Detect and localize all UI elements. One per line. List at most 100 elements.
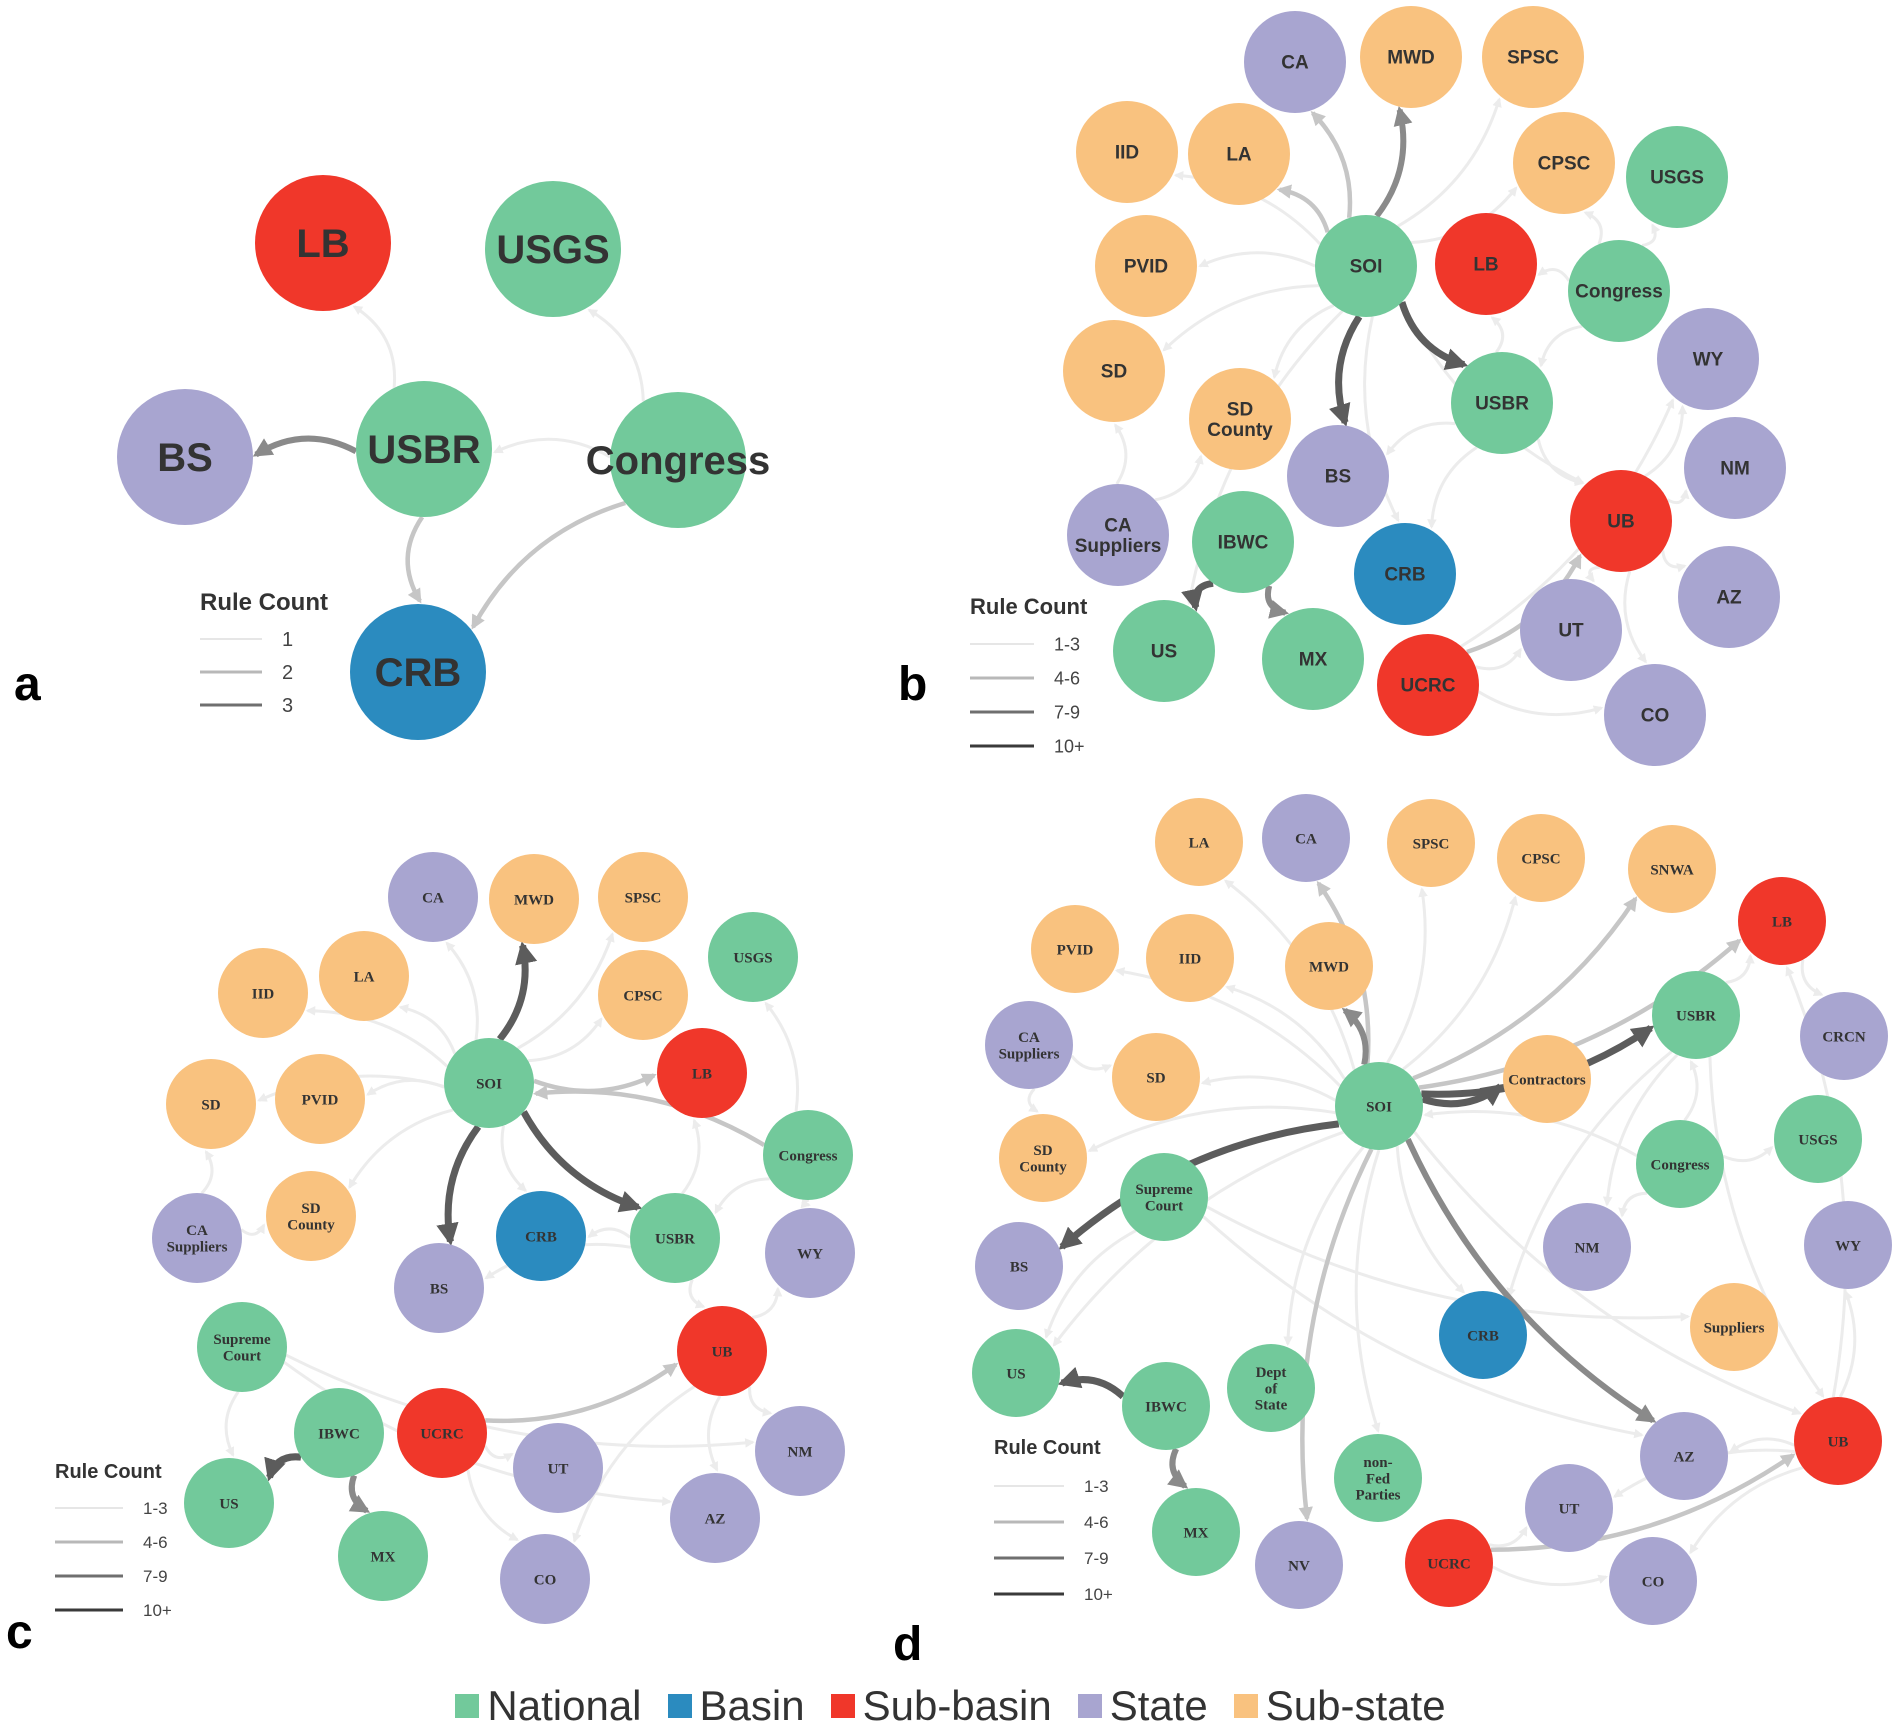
node-circle [630, 1193, 720, 1283]
node-circle [1800, 992, 1888, 1080]
node-label: CO [1641, 706, 1670, 727]
node-label: US [1006, 1366, 1025, 1382]
node-label: CPSC [1521, 851, 1560, 867]
node-label: UCRC [1427, 1556, 1470, 1572]
node-label: USGS [733, 950, 772, 966]
node-label: AZ [1716, 588, 1742, 609]
node-circle [1738, 877, 1826, 965]
node-USGS: USGS [485, 181, 621, 317]
node-label: SPSC [625, 890, 662, 906]
node-label: MWD [1387, 48, 1434, 69]
node-label: IBWC [318, 1426, 360, 1442]
node-label: UCRC [420, 1426, 463, 1442]
node-circle [972, 1329, 1060, 1417]
legend-item-state: State [1077, 1682, 1208, 1730]
edge-SOI-to-SPSC [1386, 887, 1428, 1064]
edge-SOI-to-SD [1200, 1075, 1337, 1102]
edge-Supreme-to-NM [285, 1353, 755, 1448]
edge-UB-to-AZ [706, 1395, 722, 1472]
node-circle [1684, 417, 1786, 519]
node-circle [1405, 1519, 1493, 1607]
edge-SOI-to-MWD [496, 941, 538, 1042]
node-CO: CO [1609, 1537, 1697, 1625]
rule-count-label: 4-6 [143, 1533, 168, 1552]
node-circle [1794, 1397, 1882, 1485]
edge-Congress-to-CPSC [1583, 211, 1603, 245]
legend-item-sub-state: Sub-state [1233, 1682, 1446, 1730]
node-NV: NV [1255, 1521, 1343, 1609]
panel-letter-b: b [898, 658, 927, 711]
node-MWD: MWD [489, 854, 579, 944]
edge-USBR-to-CRB [1427, 446, 1478, 529]
node-circle [1287, 425, 1389, 527]
edge-SOI-to-PVID [1114, 967, 1341, 1087]
node-circle [1189, 368, 1291, 470]
legend-item-basin: Basin [667, 1682, 805, 1730]
edge-Congress-to-SOI [532, 1085, 766, 1148]
node-SD: SD [1063, 320, 1165, 422]
node-label: LB [692, 1066, 712, 1082]
edge-Congress-to-USGS [587, 308, 645, 402]
node-label: NM [1575, 1240, 1600, 1256]
edge-UCRC-to-UT [1475, 647, 1522, 671]
edge-UB-to-UT [1584, 565, 1600, 583]
node-circle [513, 1423, 603, 1513]
node-PVID: PVID [275, 1054, 365, 1144]
node-circle [999, 1114, 1087, 1202]
legend-label: Sub-state [1265, 1682, 1446, 1729]
node-IBWC: IBWC [1122, 1362, 1210, 1450]
legend-item-sub-basin: Sub-basin [830, 1682, 1052, 1730]
node-circle [763, 1110, 853, 1200]
node-circle [1155, 798, 1243, 886]
node-UCRC: UCRC [1405, 1519, 1493, 1607]
edge-USBR-to-LB [1725, 953, 1755, 984]
node-circle [755, 1406, 845, 1496]
edge-Congress-to-CRB [471, 500, 626, 630]
node-UCRC: UCRC [397, 1388, 487, 1478]
edge-SOI-to-CRB [1363, 316, 1400, 523]
node-circle [1387, 799, 1475, 887]
edges [1027, 879, 1857, 1587]
node-circle [117, 389, 253, 525]
node-label: IID [1179, 951, 1202, 967]
edge-USBR-to-CRB [587, 1227, 631, 1239]
node-USBR: USBR [356, 381, 492, 517]
node-circle [1678, 546, 1780, 648]
edge-UCRC-to-CO [466, 1469, 519, 1542]
node-circle [1334, 1434, 1422, 1522]
edge-IBWC-to-US [1057, 1366, 1126, 1400]
node-label: CRCN [1822, 1029, 1865, 1045]
rule-count-label: 10+ [1084, 1585, 1113, 1604]
rule-count-title: Rule Count [994, 1437, 1101, 1459]
edge-Congress-to-WY [800, 1198, 811, 1209]
node-circle [598, 852, 688, 942]
node-USBR: USBR [1652, 971, 1740, 1059]
edge-SOI-to-CRB [1395, 1145, 1465, 1294]
node-label: UT [548, 1461, 569, 1477]
node-UB: UB [1794, 1397, 1882, 1485]
edge-UB-to-WY [1838, 1290, 1857, 1398]
rule-count-title: Rule Count [200, 589, 328, 616]
node-USBR: USBR [1451, 352, 1553, 454]
edge-SOI-to-SDCounty [348, 1108, 454, 1189]
node-CRB: CRB [1354, 523, 1456, 625]
legend-swatch [455, 1694, 480, 1718]
edge-SOI-to-CA [445, 941, 479, 1041]
edge-IBWC-to-MX [1264, 585, 1290, 619]
edge-SOI-to-BS [1328, 314, 1363, 427]
node-CPSC: CPSC [1513, 112, 1615, 214]
edge-UCRC-to-UT [483, 1445, 514, 1463]
edge-SOI-to-SDCounty [1271, 304, 1335, 380]
node-Congress: Congress [586, 392, 770, 528]
node-label: CRB [1467, 1328, 1499, 1344]
legend-swatch [1233, 1694, 1258, 1718]
node-label: Contractors [1508, 1072, 1586, 1088]
edge-Congress-to-USBR [493, 437, 611, 459]
edge-SOI-to-SPSC [516, 932, 615, 1050]
edge-USBR-to-UB [1708, 1056, 1825, 1398]
